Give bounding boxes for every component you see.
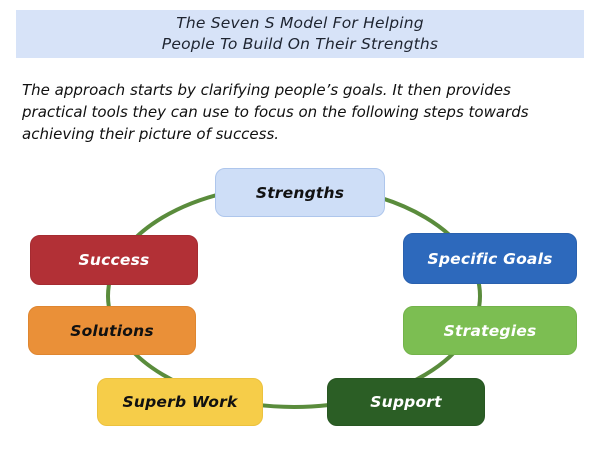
node-success: Success — [30, 235, 198, 285]
node-label-strategies: Strategies — [443, 321, 537, 340]
page-title-line-2: People To Build On Their Strengths — [161, 35, 439, 53]
intro-paragraph: The approach starts by clarifying people… — [22, 79, 588, 145]
node-superb-work: Superb Work — [97, 378, 263, 426]
title-banner: The Seven S Model For Helping People To … — [16, 10, 584, 58]
node-label-solutions: Solutions — [70, 321, 154, 340]
node-label-superb-work: Superb Work — [122, 393, 238, 411]
intro-line: practical tools they can use to focus on… — [22, 103, 529, 121]
node-label-success: Success — [78, 251, 150, 269]
page-title-line-1: The Seven S Model For Helping — [176, 14, 424, 32]
intro-line: The approach starts by clarifying people… — [22, 81, 511, 99]
node-label-support: Support — [370, 393, 442, 411]
node-strategies: Strategies — [403, 306, 577, 355]
node-solutions: Solutions — [28, 306, 196, 355]
node-strengths: Strengths — [215, 168, 385, 217]
node-label-specific-goals: Specific Goals — [427, 249, 553, 268]
node-support: Support — [327, 378, 485, 426]
intro-line: achieving their picture of success. — [22, 125, 280, 143]
node-label-strengths: Strengths — [255, 183, 345, 202]
node-specific-goals: Specific Goals — [403, 233, 577, 284]
